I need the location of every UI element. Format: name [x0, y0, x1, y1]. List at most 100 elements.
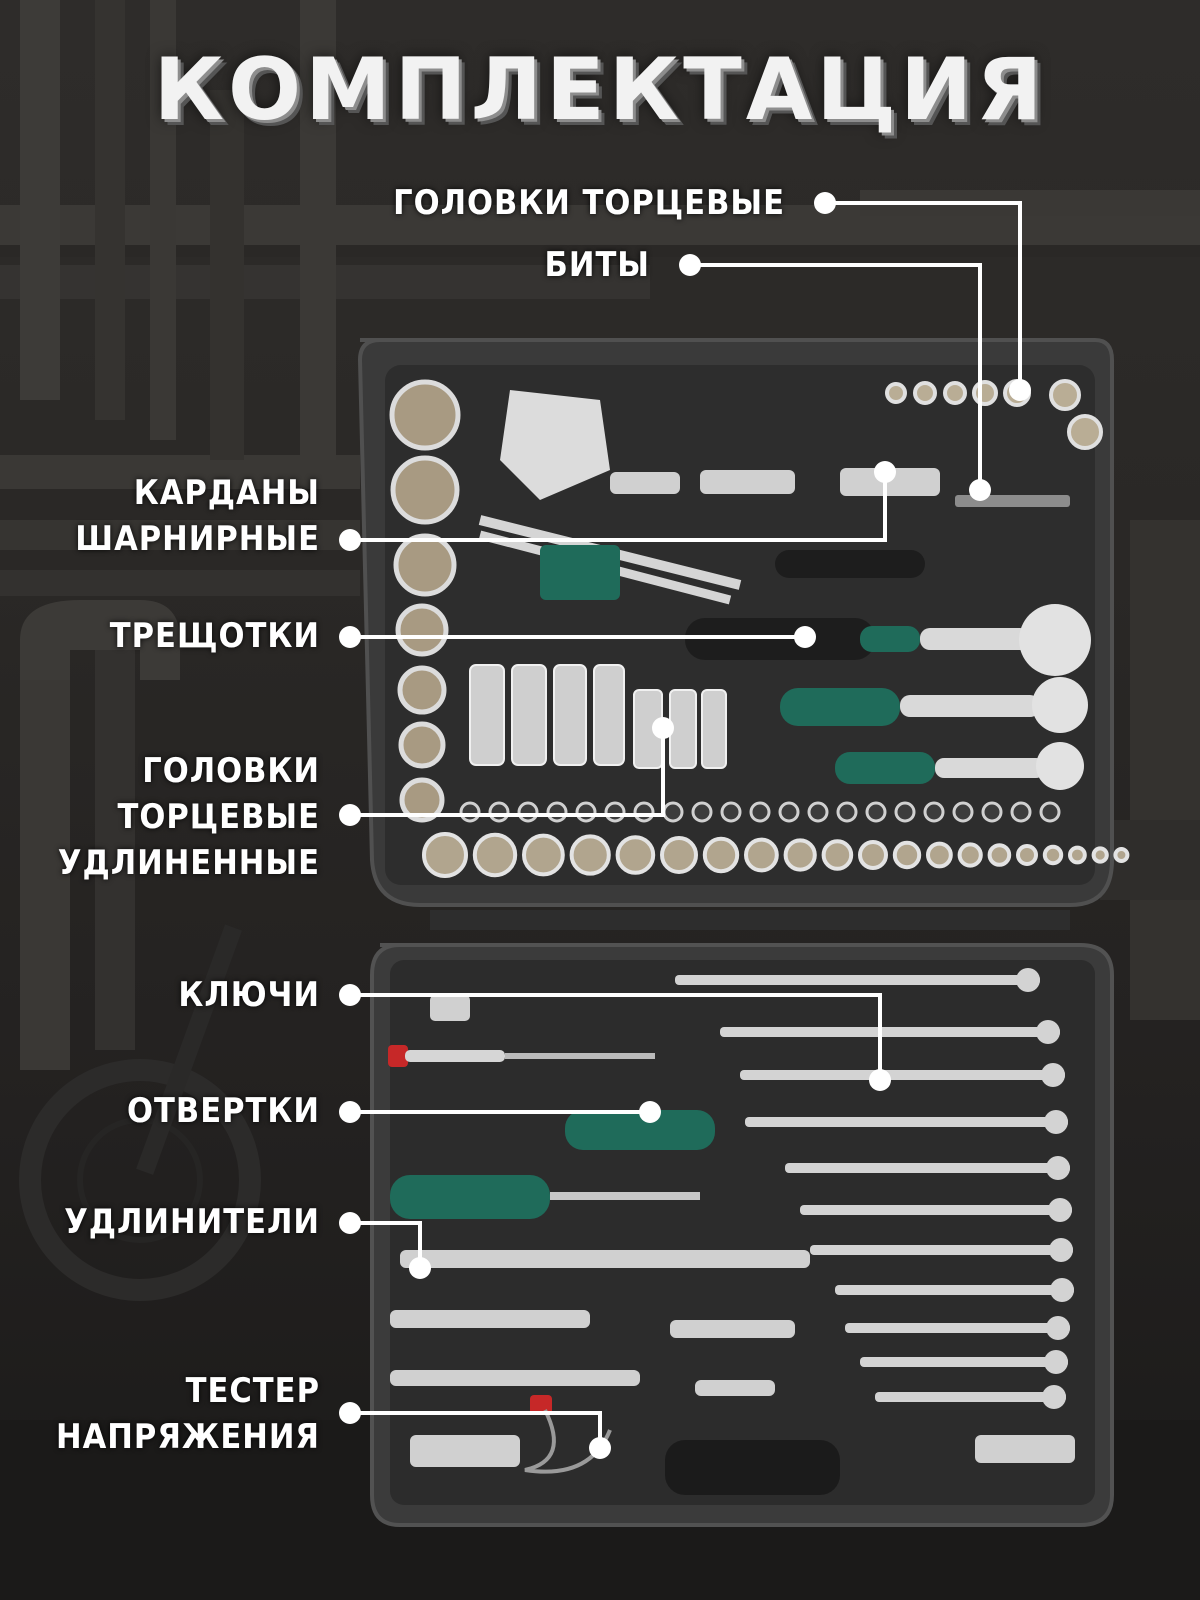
wrench-ring [1046, 1316, 1070, 1340]
wrench-shaft [810, 1245, 1073, 1255]
wrench-ring [1044, 1350, 1068, 1374]
socket-column [389, 379, 461, 823]
label-joints-line-1: КАРДАНЫ [133, 473, 320, 513]
label-bits: БИТЫ [544, 245, 650, 285]
socket-large [1068, 845, 1087, 865]
socket-small [894, 801, 916, 823]
label-joints: КАРДАНЫ ШАРНИРНЫЕ [40, 470, 320, 562]
callout-dot-ratchets-end [794, 626, 816, 648]
socket-large [858, 840, 888, 870]
socket-large [1016, 844, 1038, 866]
socket-small [1039, 801, 1061, 823]
label-deep-line-3: УДЛИНЕННЫЕ [57, 843, 320, 883]
socket-large [926, 841, 953, 869]
label-tester-line-2: НАПРЯЖЕНИЯ [56, 1417, 320, 1457]
label-wrenches: КЛЮЧИ [178, 975, 320, 1015]
wrench-ring [1042, 1385, 1066, 1409]
wrench-shaft [845, 1323, 1070, 1333]
callout-dot-bits [679, 254, 701, 276]
callout-dot-screwdrivers [339, 1101, 361, 1123]
socket-large [1042, 844, 1064, 866]
screwdrivers [388, 1045, 715, 1219]
socket-small [778, 801, 800, 823]
wrench-ring [1046, 1156, 1070, 1180]
label-deep-sockets: ГОЛОВКИ ТОРЦЕВЫЕ УДЛИНЕННЫЕ [20, 748, 320, 886]
socket-large [702, 836, 740, 874]
socket-large [892, 840, 922, 870]
wrench-shaft [800, 1205, 1072, 1215]
label-deep-line-2: ТОРЦЕВЫЕ [117, 797, 320, 837]
wrench-shaft [740, 1070, 1065, 1080]
socket-small [952, 801, 974, 823]
label-extensions: УДЛИНИТЕЛИ [64, 1202, 320, 1242]
callout-dot-bits-end [969, 479, 991, 501]
wrench-ring [1050, 1278, 1074, 1302]
callout-dot-extensions-end [409, 1257, 431, 1279]
wrench-ring [1036, 1020, 1060, 1044]
callout-dot-sockets [814, 192, 836, 214]
socket-large [522, 833, 565, 877]
label-deep-line-1: ГОЛОВКИ [142, 751, 320, 791]
callout-dot-tester [339, 1402, 361, 1424]
wrench-shaft [835, 1285, 1074, 1295]
socket-large [744, 837, 779, 873]
label-screwdrivers: ОТВЕРТКИ [127, 1091, 320, 1131]
label-joints-line-2: ШАРНИРНЫЕ [75, 519, 320, 559]
deep-sockets [469, 664, 727, 769]
label-sockets: ГОЛОВКИ ТОРЦЕВЫЕ [393, 183, 785, 223]
socket-small [691, 801, 713, 823]
socket-small [720, 801, 742, 823]
wrench-ring [1049, 1238, 1073, 1262]
label-tester-line-1: ТЕСТЕР [185, 1371, 320, 1411]
hex-keys [478, 515, 742, 605]
callout-dot-extensions [339, 1212, 361, 1234]
socket-small [981, 801, 1003, 823]
wrench-ring [1048, 1198, 1072, 1222]
socket-small [836, 801, 858, 823]
wrench-shaft [860, 1357, 1068, 1367]
callout-dot-wrenches [339, 984, 361, 1006]
label-ratchets: ТРЕЩОТКИ [109, 616, 320, 656]
socket-large [821, 839, 854, 871]
page-title: КОМПЛЕКТАЦИЯ [153, 40, 1047, 140]
socket-large [615, 835, 656, 875]
socket-small [807, 801, 829, 823]
socket-large [472, 832, 518, 878]
socket-large [957, 842, 983, 868]
callout-dot-screwdrivers-end [639, 1101, 661, 1123]
wrench-ring [1016, 968, 1040, 992]
socket-large [1091, 846, 1109, 864]
callout-dot-deep [339, 804, 361, 826]
socket-small [923, 801, 945, 823]
ratchets [685, 550, 1091, 790]
socket-small [1010, 801, 1032, 823]
callout-dot-sockets-end [1009, 379, 1031, 401]
callout-dot-joints [339, 529, 361, 551]
callout-dot-wrenches-end [869, 1069, 891, 1091]
socket-large [422, 832, 468, 878]
socket-large [783, 838, 817, 872]
label-tester: ТЕСТЕР НАПРЯЖЕНИЯ [20, 1368, 320, 1460]
wrench-shaft [675, 975, 1040, 985]
wrench-shaft [785, 1163, 1070, 1173]
socket-small [865, 801, 887, 823]
wrenches [675, 968, 1074, 1409]
wrench-shaft [875, 1392, 1066, 1402]
wrench-ring [1044, 1110, 1068, 1134]
socket-large [1113, 847, 1130, 863]
socket-small [749, 801, 771, 823]
socket-rows [422, 832, 1130, 878]
callout-dot-deep-end [652, 717, 674, 739]
socket-large [569, 834, 611, 876]
callout-dot-joints-end [874, 461, 896, 483]
universal-joints [500, 390, 940, 500]
socket-large [660, 836, 698, 874]
wrench-shaft [745, 1117, 1068, 1127]
wrench-ring [1041, 1063, 1065, 1087]
callout-dot-tester-end [589, 1437, 611, 1459]
socket-large [987, 843, 1012, 867]
extensions [390, 995, 1075, 1467]
callout-dot-ratchets [339, 626, 361, 648]
